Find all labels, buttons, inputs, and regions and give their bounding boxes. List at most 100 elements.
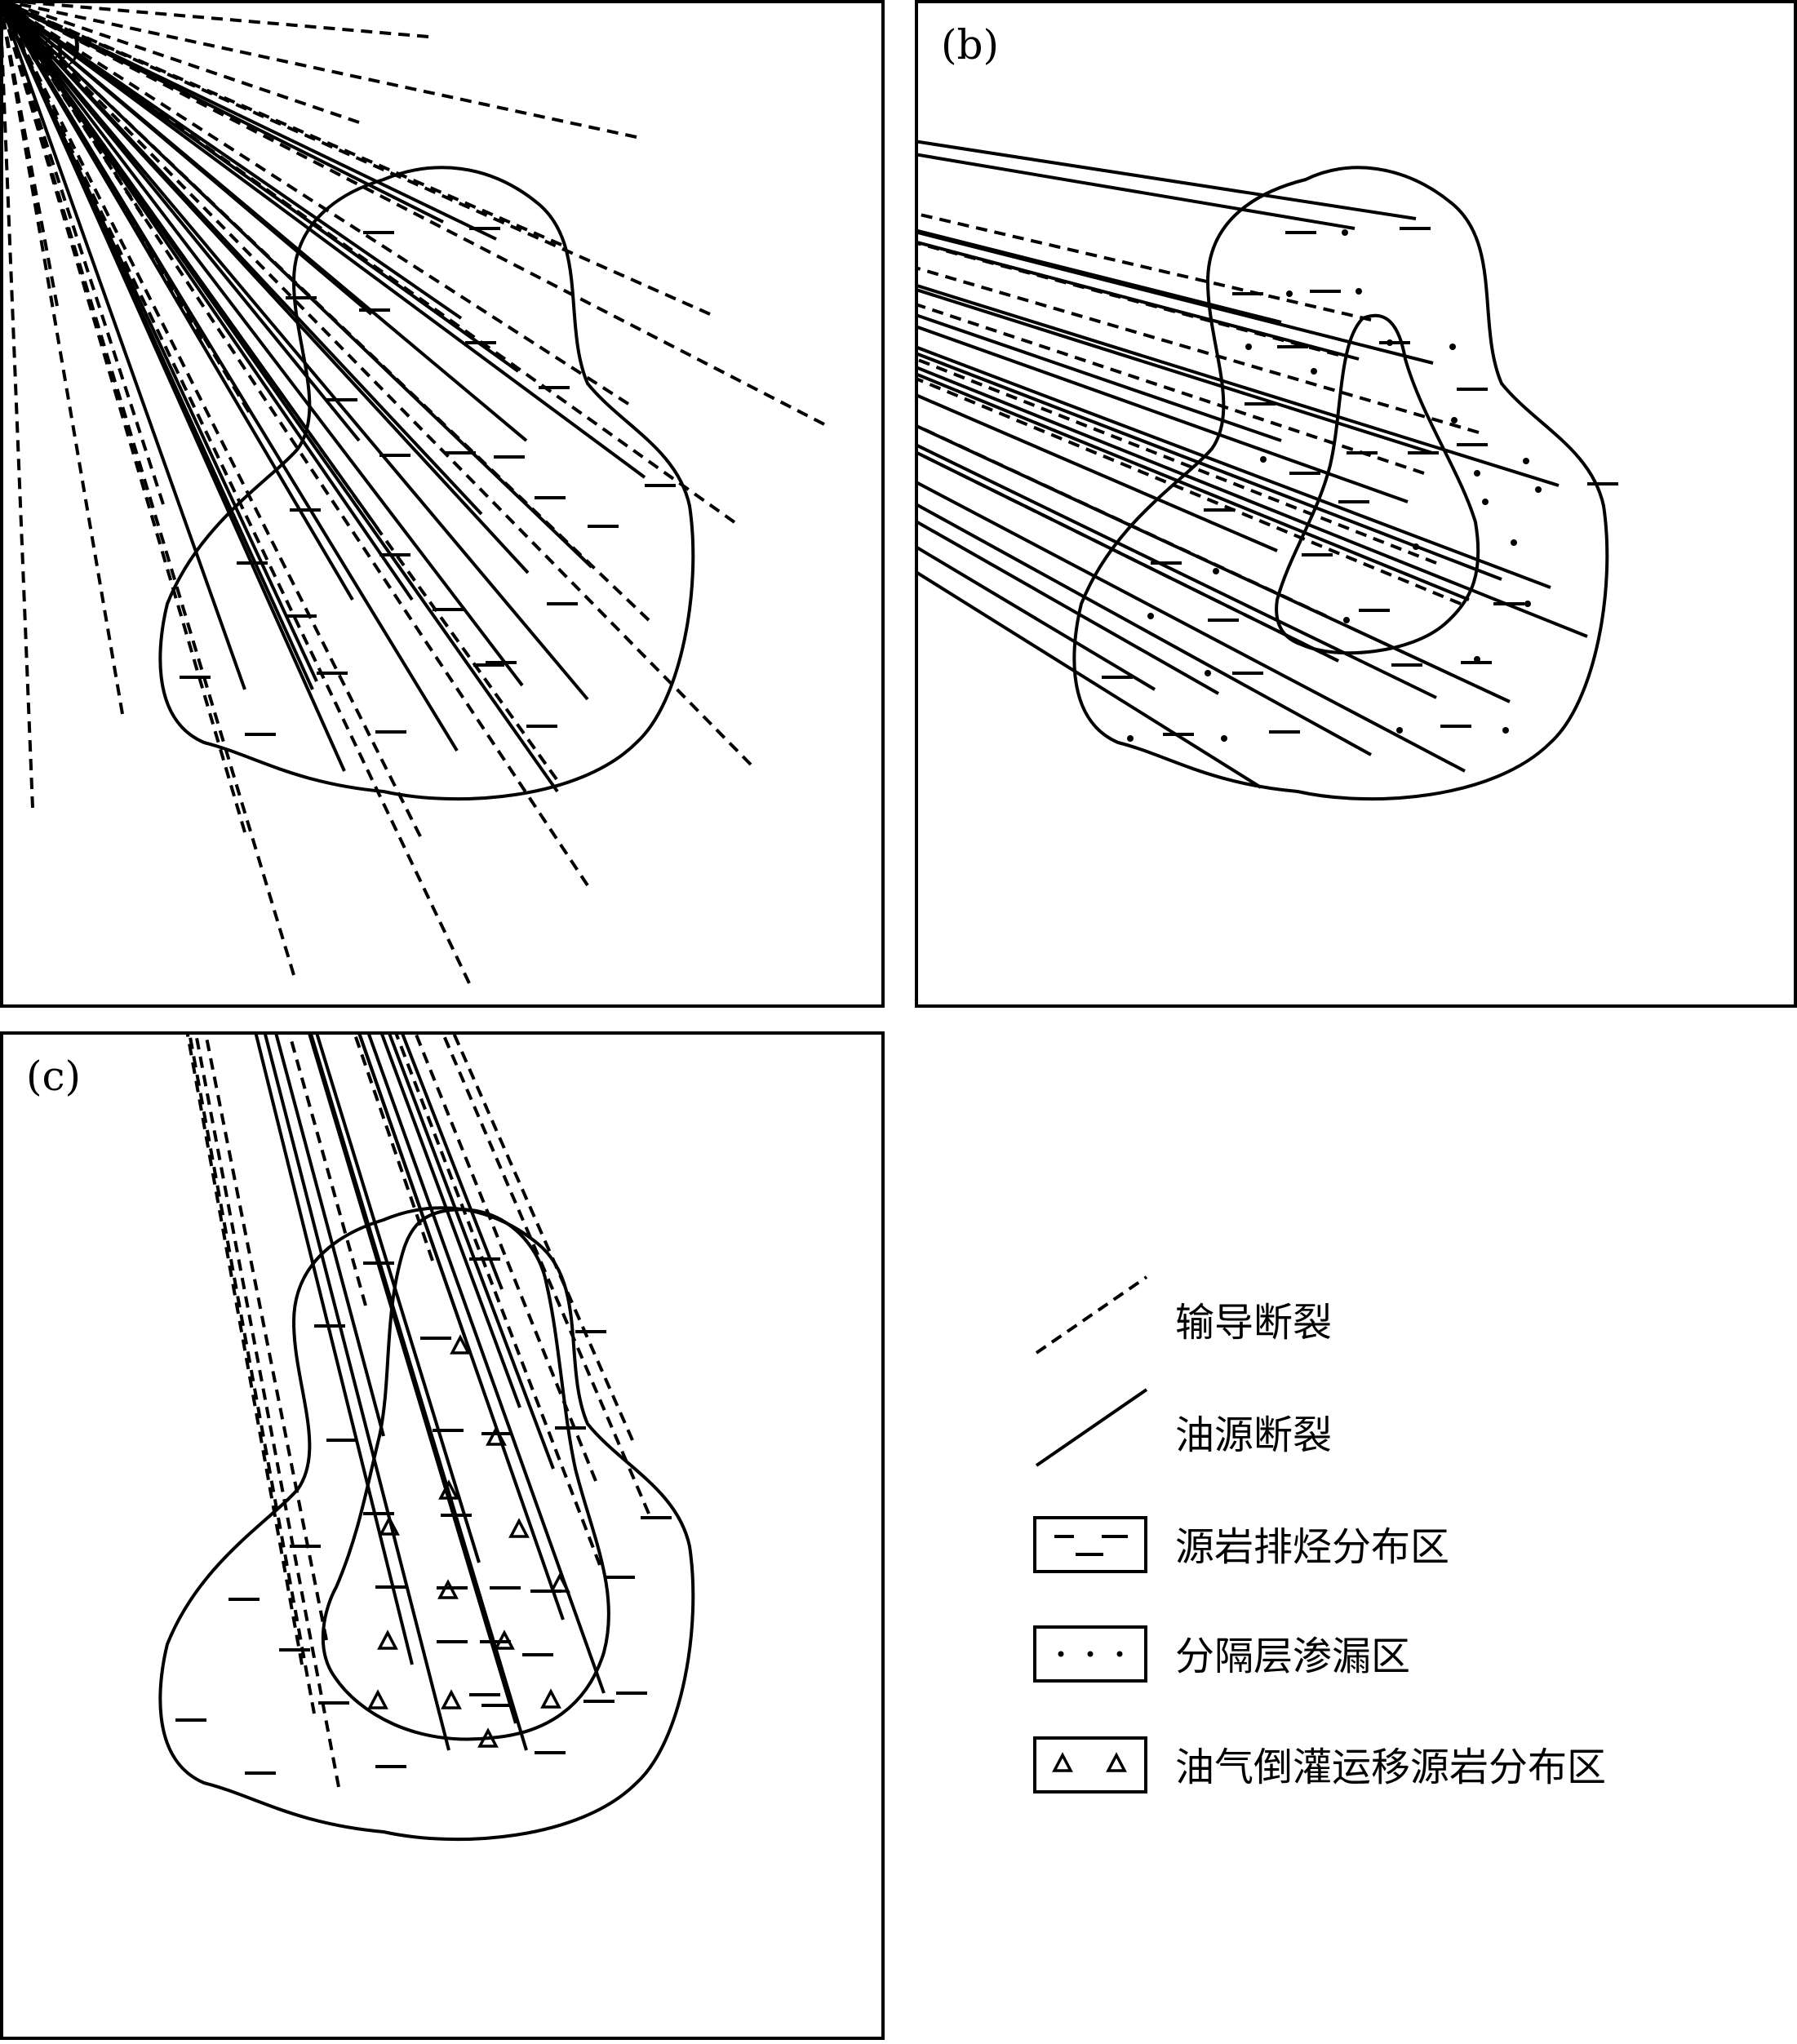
- oil-source-faults: [254, 1035, 606, 1751]
- leakage-zone-boundary: [1275, 313, 1480, 655]
- backflow-triangle: [508, 1518, 530, 1538]
- transport-fault-line: [3, 8, 59, 307]
- oil-source-fault-line: [918, 394, 1278, 552]
- backflow-triangle: [377, 1629, 398, 1650]
- backflow-triangle: [477, 1727, 499, 1748]
- panel-a-frame: [0, 0, 885, 1008]
- legend-label: 油源断裂: [1175, 1412, 1332, 1458]
- transport-fault-line: [3, 3, 562, 246]
- oil-source-fault-line: [264, 1035, 450, 1751]
- oil-source-fault-line: [3, 4, 246, 690]
- transport-fault-line: [918, 212, 1372, 321]
- leakage-dot: [1482, 499, 1489, 505]
- oil-source-fault-line: [918, 346, 1551, 589]
- oil-source-fault-line: [3, 3, 497, 241]
- leakage-dot: [1342, 229, 1348, 236]
- leakage-dot: [1387, 339, 1393, 346]
- oil-source-fault-line: [367, 1035, 606, 1694]
- legend-item-source-rock-expulsion-area: 源岩排烃分布区: [1033, 1516, 1449, 1573]
- oil-source-fault-line: [918, 444, 1437, 699]
- oil-source-fault-line: [254, 1035, 414, 1665]
- legend: 输导断裂 油源断裂 源岩排烃分布区 分隔层渗漏区: [1033, 1275, 1606, 1793]
- transport-fault-line: [3, 3, 558, 781]
- leakage-dot: [1502, 727, 1509, 734]
- backflow-triangle: [379, 1515, 400, 1536]
- leakage-dot: [1356, 288, 1362, 295]
- oil-source-fault-line: [918, 546, 1156, 691]
- transport-fault-line: [3, 3, 251, 414]
- backflow-triangle: [441, 1689, 462, 1709]
- leakage-dot: [1286, 290, 1293, 297]
- transport-fault-line: [3, 3, 422, 837]
- solid-line-icon: [1035, 1388, 1148, 1467]
- leakage-dot: [1213, 568, 1219, 574]
- transport-fault-line: [918, 266, 1480, 434]
- source-rock-region-boundary: [158, 166, 695, 801]
- legend-label: 分隔层渗漏区: [1175, 1634, 1410, 1679]
- backflow-triangle: [437, 1579, 459, 1599]
- transport-fault-line: [19, 3, 429, 38]
- leakage-dot: [1205, 670, 1211, 676]
- oil-source-fault-line: [3, 3, 530, 574]
- oil-source-fault-line: [918, 325, 1409, 503]
- transport-fault-line: [918, 303, 1425, 475]
- transport-fault-line: [918, 242, 1339, 357]
- oil-source-fault-line: [918, 228, 1282, 324]
- legend-item-barrier-leakage-area: 分隔层渗漏区: [1033, 1625, 1410, 1683]
- leakage-dot: [1451, 417, 1458, 423]
- transport-fault-line: [185, 1035, 304, 1665]
- leakage-dot: [1147, 613, 1154, 619]
- oil-source-fault-line: [309, 1035, 528, 1751]
- oil-source-fault-line: [918, 140, 1417, 220]
- transport-fault-line: [204, 1035, 328, 1641]
- backflow-triangle: [540, 1688, 561, 1709]
- legend-item-backflow-source-rock-area: 油气倒灌运移源岩分布区: [1033, 1736, 1606, 1793]
- dash-pattern-box-icon: [1033, 1516, 1147, 1573]
- legend-label: 源岩排烃分布区: [1175, 1524, 1449, 1570]
- oil-source-fault-line: [918, 373, 1470, 601]
- oil-source-fault-line: [918, 352, 1502, 581]
- legend-item-oil-source-fault: 油源断裂: [1035, 1388, 1332, 1467]
- oil-source-fault-line: [918, 571, 1262, 789]
- leakage-dot: [1396, 727, 1403, 734]
- leakage-dot: [1221, 735, 1227, 742]
- transport-fault-line: [4, 3, 360, 124]
- transport-fault-line: [287, 1035, 367, 1306]
- oil-source-fault-line: [918, 424, 1511, 703]
- oil-source-fault-line: [918, 284, 1560, 487]
- leakage-dot: [1511, 539, 1517, 546]
- oil-source-fault-line: [380, 1035, 521, 1408]
- transport-fault-line: [3, 3, 287, 242]
- triangle-pattern-box-icon: [1033, 1736, 1147, 1793]
- oil-source-fault-line: [3, 3, 646, 479]
- transport-faults: [3, 3, 825, 984]
- oil-source-fault-line: [918, 521, 1219, 695]
- oil-source-fault-line: [3, 3, 346, 772]
- backflow-triangle-pattern: [367, 1334, 570, 1748]
- leakage-dot: [1523, 458, 1529, 464]
- transport-fault-line: [194, 1035, 340, 1788]
- transport-fault-line: [3, 3, 630, 406]
- backflow-triangle: [494, 1629, 515, 1650]
- transport-fault-line: [3, 9, 124, 715]
- transport-faults: [918, 212, 1480, 663]
- transport-fault-line: [3, 3, 589, 887]
- transport-fault-line: [3, 3, 752, 766]
- leakage-dot: [1474, 470, 1480, 477]
- leakage-dot: [1474, 656, 1480, 663]
- oil-source-fault-line: [918, 313, 1282, 442]
- backflow-triangle: [450, 1334, 471, 1355]
- panel-c-label: (c): [26, 1053, 81, 1100]
- legend-item-transport-fault: 输导断裂: [1035, 1275, 1332, 1355]
- transport-fault-line: [3, 40, 34, 809]
- panel-a: (a): [0, 0, 885, 1008]
- transport-fault-line: [918, 451, 1339, 663]
- dashed-line-icon: [1035, 1275, 1148, 1355]
- source-rock-dash-pattern: [175, 1257, 672, 1775]
- leakage-dot: [1449, 344, 1456, 350]
- transport-fault-line: [414, 1035, 597, 1482]
- oil-source-fault-line: [357, 1035, 565, 1621]
- oil-source-fault-line: [315, 1035, 481, 1563]
- panel-b-frame: [915, 0, 1797, 1008]
- oil-source-fault-line: [918, 153, 1356, 230]
